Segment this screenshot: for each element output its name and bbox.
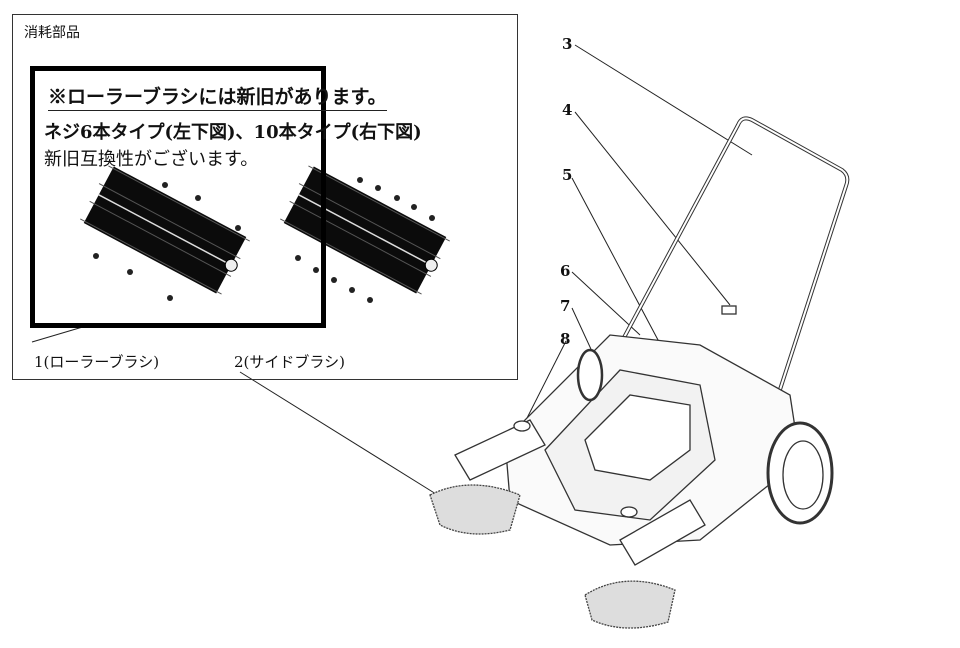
- side-brush-left: [429, 484, 521, 535]
- callout-8: 8: [560, 330, 571, 348]
- sweeper-illustration: [429, 116, 850, 629]
- callout-7: 7: [560, 297, 571, 315]
- caption-roller-brush: 1(ローラーブラシ): [34, 353, 160, 371]
- callout-4: 4: [562, 101, 573, 119]
- leader-line-8: [523, 340, 567, 425]
- consumables-panel: [12, 14, 518, 380]
- leader-line-2: [239, 371, 437, 495]
- notice-line-2: 新旧互換性がございます。: [44, 149, 259, 170]
- callout-5: 5: [562, 166, 573, 184]
- side-brush-right: [584, 580, 676, 629]
- notice-heading: ※ローラーブラシには新旧があります。: [48, 82, 387, 111]
- leader-line-4: [574, 111, 731, 306]
- leader-line-6: [571, 271, 641, 336]
- leader-line-3: [574, 44, 753, 156]
- notice-line-1: ネジ6本タイプ(左下図)、10本タイプ(右下図): [44, 122, 422, 143]
- roller-brush-6-screw: [80, 165, 250, 295]
- caption-side-brush: 2(サイドブラシ): [234, 353, 345, 371]
- callout-3: 3: [562, 35, 573, 53]
- roller-brush-notice-box: [30, 66, 326, 328]
- panel-title: 消耗部品: [24, 25, 80, 41]
- leader-line-1: [31, 325, 87, 343]
- callout-6: 6: [560, 262, 571, 280]
- leader-line-5: [571, 177, 667, 356]
- screws: [93, 177, 435, 303]
